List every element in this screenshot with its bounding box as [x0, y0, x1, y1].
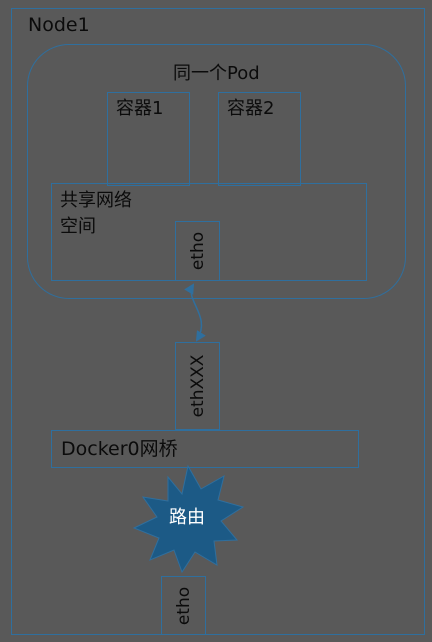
router-label: 路由 — [169, 507, 205, 528]
veth-label: ethXXX — [187, 354, 208, 418]
shared-namespace-line2: 空间 — [60, 216, 96, 237]
docker0-bridge-label: Docker0网桥 — [61, 438, 178, 460]
node-label: Node1 — [28, 14, 90, 36]
pod-frame — [27, 44, 406, 299]
shared-namespace-line1: 共享网络 — [60, 190, 132, 211]
container-1-label: 容器1 — [116, 98, 164, 119]
docker0-bridge-box — [51, 430, 359, 468]
router-star — [132, 464, 245, 574]
veth-pair-link — [184, 283, 206, 342]
host-etho-label: etho — [173, 586, 194, 625]
node-frame — [11, 8, 425, 635]
pod-etho-box: etho — [175, 221, 220, 281]
container-1-box — [107, 92, 190, 186]
host-etho-box: etho — [161, 576, 206, 635]
container-2-box — [218, 92, 301, 186]
container-2-label: 容器2 — [227, 98, 275, 119]
pod-label: 同一个Pod — [173, 63, 260, 84]
veth-box: ethXXX — [175, 342, 220, 430]
